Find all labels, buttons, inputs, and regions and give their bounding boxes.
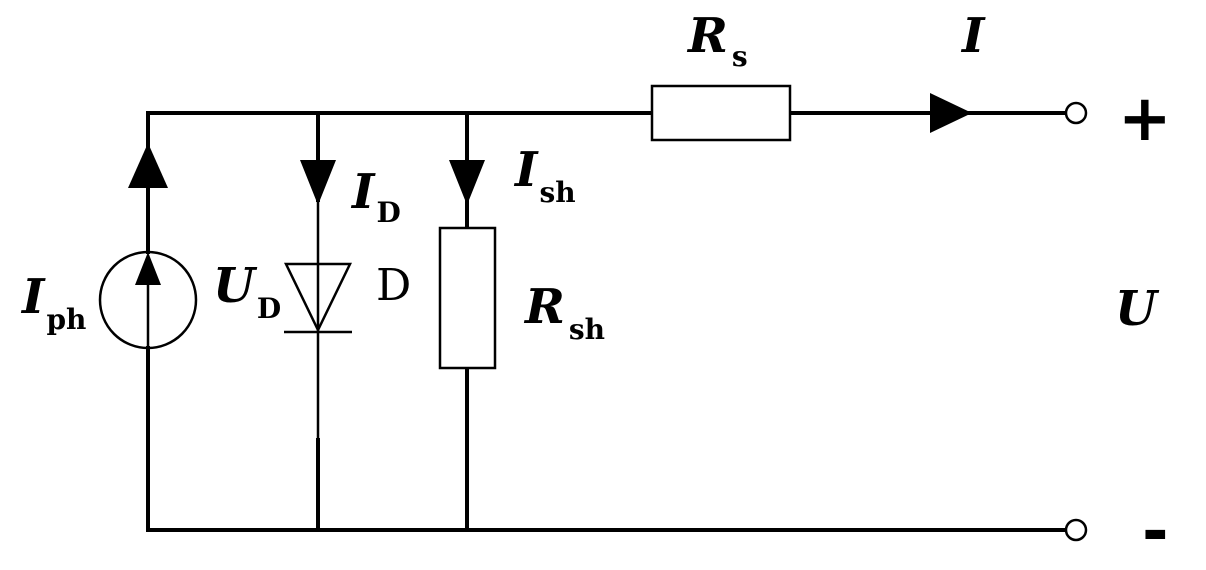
current-source-arrow-icon [135, 252, 161, 285]
negative-terminal-circle[interactable] [1064, 518, 1088, 542]
shunt-current-label: Ish [513, 142, 576, 209]
negative-sign: - [1142, 495, 1169, 569]
diode-current-label: ID [350, 164, 401, 229]
shunt-resistor [438, 226, 497, 370]
output-current-label: I [960, 8, 986, 64]
photo-current-label: Iph [20, 269, 86, 336]
photo-current-arrow-icon [128, 143, 168, 188]
shunt-current-arrow-icon [449, 160, 485, 205]
series-resistor [650, 84, 792, 142]
diode-triangle-icon [284, 262, 352, 333]
output-voltage-label: U [1115, 281, 1160, 337]
diode-current-arrow-icon [300, 160, 336, 205]
diode-name-label: D [376, 260, 411, 311]
positive-terminal-circle[interactable] [1064, 101, 1088, 125]
diode-voltage-label: UD [213, 258, 281, 325]
positive-sign: + [1118, 82, 1172, 156]
output-current-arrow-icon [930, 93, 972, 133]
